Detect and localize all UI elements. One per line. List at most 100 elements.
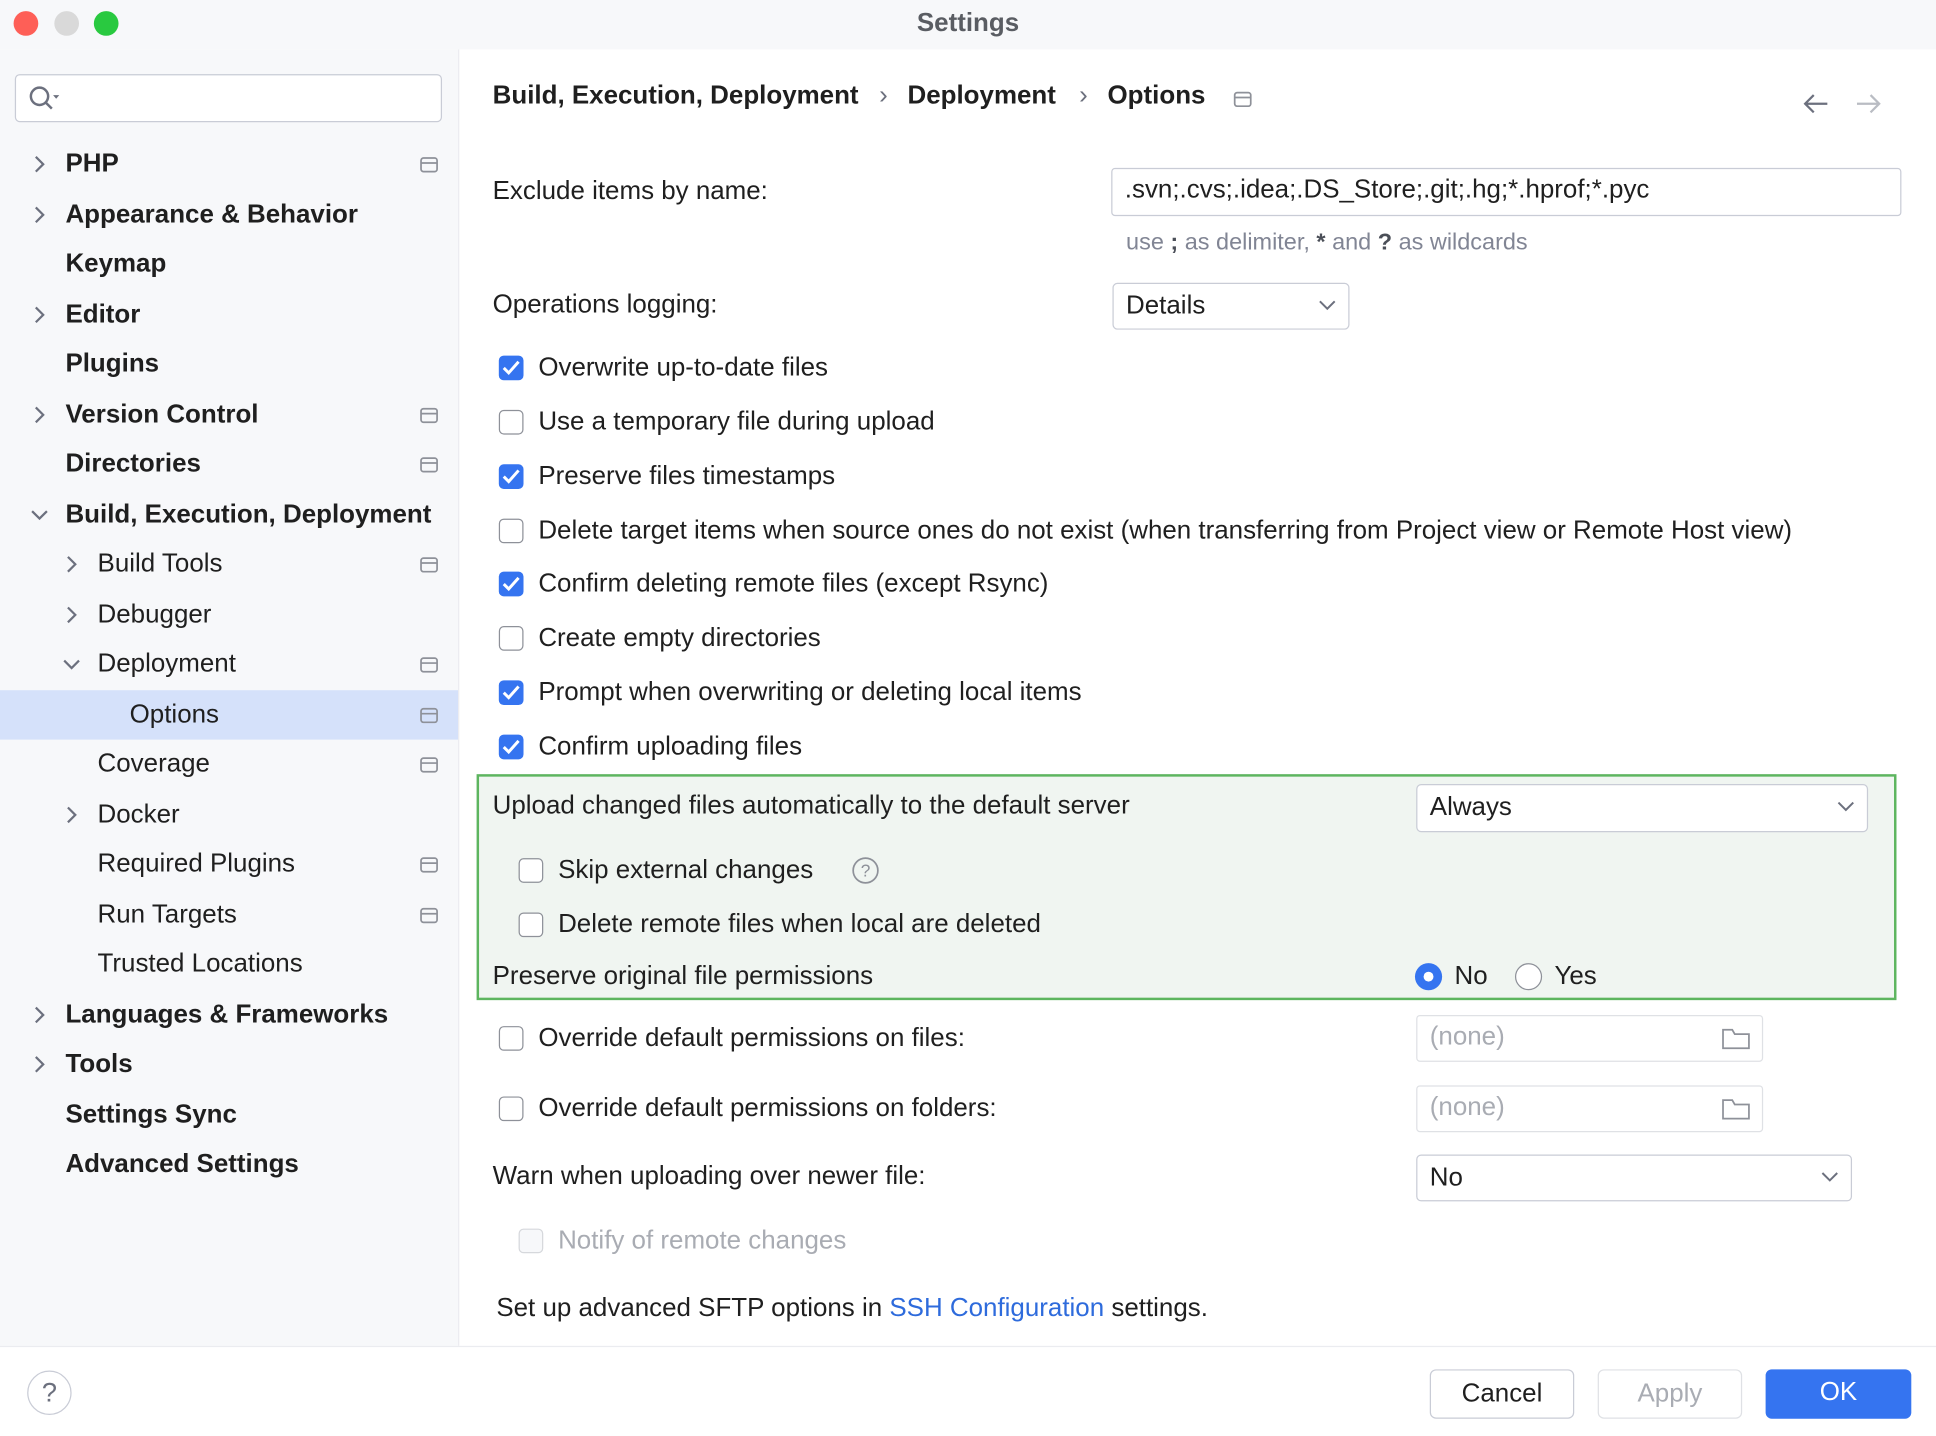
upload-automatically-dropdown[interactable]: Always [1416, 784, 1869, 833]
sidebar-item-label: Options [129, 700, 220, 729]
sidebar-item-editor[interactable]: Editor [0, 290, 458, 339]
search-input[interactable] [14, 74, 443, 123]
checkmark-icon [502, 739, 520, 755]
skip-external-changes-checkbox[interactable] [518, 858, 544, 883]
override-folders-permissions-input[interactable]: (none) [1416, 1085, 1764, 1133]
ok-button[interactable]: OK [1765, 1369, 1912, 1419]
sidebar-item-languages-frameworks[interactable]: Languages & Frameworks [0, 990, 458, 1039]
forward-arrow-icon[interactable] [1853, 91, 1883, 116]
sidebar-item-appearance-behavior[interactable]: Appearance & Behavior [0, 190, 458, 239]
sidebar-item-debugger[interactable]: Debugger [0, 590, 458, 639]
help-button[interactable]: ? [27, 1370, 72, 1416]
chevron-right-icon [35, 406, 45, 424]
sidebar-item-label: Directories [65, 449, 201, 478]
chevron-right-icon [35, 1006, 45, 1024]
notify-remote-changes-checkbox[interactable] [518, 1228, 544, 1254]
override-folders-permissions-checkbox[interactable] [498, 1096, 524, 1122]
override-files-permissions-value: (none) [1429, 1022, 1505, 1051]
project-level-icon [420, 157, 438, 173]
delete-target-items-label: Delete target items when source ones do … [538, 516, 1793, 545]
sidebar-item-label: Trusted Locations [97, 949, 303, 978]
overwrite-up-to-date-label: Overwrite up-to-date files [538, 353, 828, 382]
operations-logging-dropdown[interactable]: Details [1112, 282, 1350, 330]
sidebar-item-tools[interactable]: Tools [0, 1040, 458, 1089]
sidebar-item-advanced-settings[interactable]: Advanced Settings [0, 1140, 458, 1189]
delete-remote-files-checkbox[interactable] [518, 912, 544, 938]
breadcrumb-item[interactable]: Build, Execution, Deployment [492, 81, 859, 110]
sidebar-item-label: Build Tools [97, 549, 223, 578]
ssh-configuration-link[interactable]: SSH Configuration [889, 1294, 1105, 1323]
back-arrow-icon[interactable] [1801, 91, 1831, 116]
temporary-file-checkbox[interactable] [498, 409, 524, 435]
window-title: Settings [916, 8, 1020, 38]
folder-icon[interactable] [1721, 1098, 1751, 1121]
sidebar-item-label: Debugger [97, 600, 212, 629]
confirm-uploading-checkbox[interactable] [498, 734, 524, 760]
folder-icon[interactable] [1721, 1027, 1751, 1050]
override-files-permissions-checkbox[interactable] [498, 1026, 524, 1051]
sidebar-item-deployment[interactable]: Deployment [0, 640, 458, 689]
sidebar-item-label: Docker [97, 800, 180, 829]
sidebar-item-build-tools[interactable]: Build Tools [0, 540, 458, 589]
project-level-icon [1233, 91, 1252, 108]
preserve-permissions-label: Preserve original file permissions [492, 961, 874, 991]
sidebar-item-options[interactable]: Options [0, 690, 459, 740]
breadcrumb-item[interactable]: Deployment [907, 81, 1056, 110]
warn-newer-file-value: No [1429, 1163, 1463, 1192]
sidebar-item-label: Required Plugins [97, 849, 296, 878]
sidebar-item-label: Advanced Settings [65, 1149, 299, 1178]
checkmark-icon [502, 576, 520, 592]
sidebar-item-label: Coverage [97, 749, 210, 778]
preserve-timestamps-checkbox[interactable] [498, 464, 524, 489]
delete-target-items-checkbox[interactable] [498, 518, 524, 544]
sidebar-item-label: Version Control [65, 400, 259, 429]
delete-remote-files-label: Delete remote files when local are delet… [558, 910, 1041, 939]
exclude-items-value: .svn;.cvs;.idea;.DS_Store;.git;.hg;*.hpr… [1124, 175, 1650, 204]
sidebar-item-plugins[interactable]: Plugins [0, 340, 458, 389]
sidebar-item-build-execution-deployment[interactable]: Build, Execution, Deployment [0, 490, 458, 539]
create-empty-directories-checkbox[interactable] [498, 626, 524, 651]
sidebar-item-settings-sync[interactable]: Settings Sync [0, 1090, 458, 1139]
sidebar-item-trusted-locations[interactable]: Trusted Locations [0, 940, 458, 989]
help-icon[interactable]: ? [852, 857, 879, 884]
prompt-overwriting-label: Prompt when overwriting or deleting loca… [538, 677, 1082, 707]
override-folders-permissions-label: Override default permissions on folders: [538, 1093, 997, 1123]
preserve-permissions-yes-radio[interactable] [1514, 963, 1543, 991]
preserve-timestamps-label: Preserve files timestamps [538, 461, 836, 491]
chevron-down-icon [63, 659, 80, 670]
sidebar-item-label: Languages & Frameworks [65, 1000, 389, 1029]
close-window-button[interactable] [13, 11, 39, 36]
cancel-button[interactable]: Cancel [1429, 1369, 1575, 1419]
apply-button[interactable]: Apply [1597, 1369, 1743, 1419]
project-level-icon [420, 457, 438, 473]
confirm-deleting-remote-checkbox[interactable] [498, 571, 524, 597]
sidebar-item-keymap[interactable]: Keymap [0, 240, 458, 289]
search-icon [29, 86, 60, 110]
chevron-right-icon [35, 156, 45, 173]
warn-newer-file-dropdown[interactable]: No [1416, 1154, 1853, 1202]
sidebar-item-php[interactable]: PHP [0, 140, 458, 189]
sidebar-item-run-targets[interactable]: Run Targets [0, 890, 458, 939]
create-empty-directories-label: Create empty directories [538, 623, 821, 652]
sidebar-item-docker[interactable]: Docker [0, 790, 458, 839]
skip-external-changes-label: Skip external changes [558, 855, 814, 885]
preserve-permissions-no-radio[interactable] [1414, 963, 1443, 991]
operations-logging-value: Details [1126, 291, 1206, 320]
svg-text:?: ? [861, 861, 871, 881]
exclude-items-input[interactable]: .svn;.cvs;.idea;.DS_Store;.git;.hg;*.hpr… [1111, 167, 1902, 217]
sidebar-item-label: Appearance & Behavior [65, 200, 358, 229]
override-files-permissions-input[interactable]: (none) [1416, 1014, 1764, 1062]
project-level-icon [420, 707, 438, 724]
minimize-window-button[interactable] [54, 11, 80, 36]
footer-divider [0, 1345, 1936, 1348]
sidebar-item-version-control[interactable]: Version Control [0, 390, 458, 439]
zoom-window-button[interactable] [93, 11, 119, 36]
overwrite-up-to-date-checkbox[interactable] [498, 355, 524, 381]
confirm-deleting-remote-label: Confirm deleting remote files (except Rs… [538, 569, 1049, 598]
chevron-down-icon [1319, 300, 1336, 311]
project-level-icon [420, 857, 438, 873]
sidebar-item-coverage[interactable]: Coverage [0, 740, 458, 789]
sidebar-item-required-plugins[interactable]: Required Plugins [0, 840, 458, 889]
sidebar-item-directories[interactable]: Directories [0, 440, 458, 489]
prompt-overwriting-checkbox[interactable] [498, 680, 524, 706]
